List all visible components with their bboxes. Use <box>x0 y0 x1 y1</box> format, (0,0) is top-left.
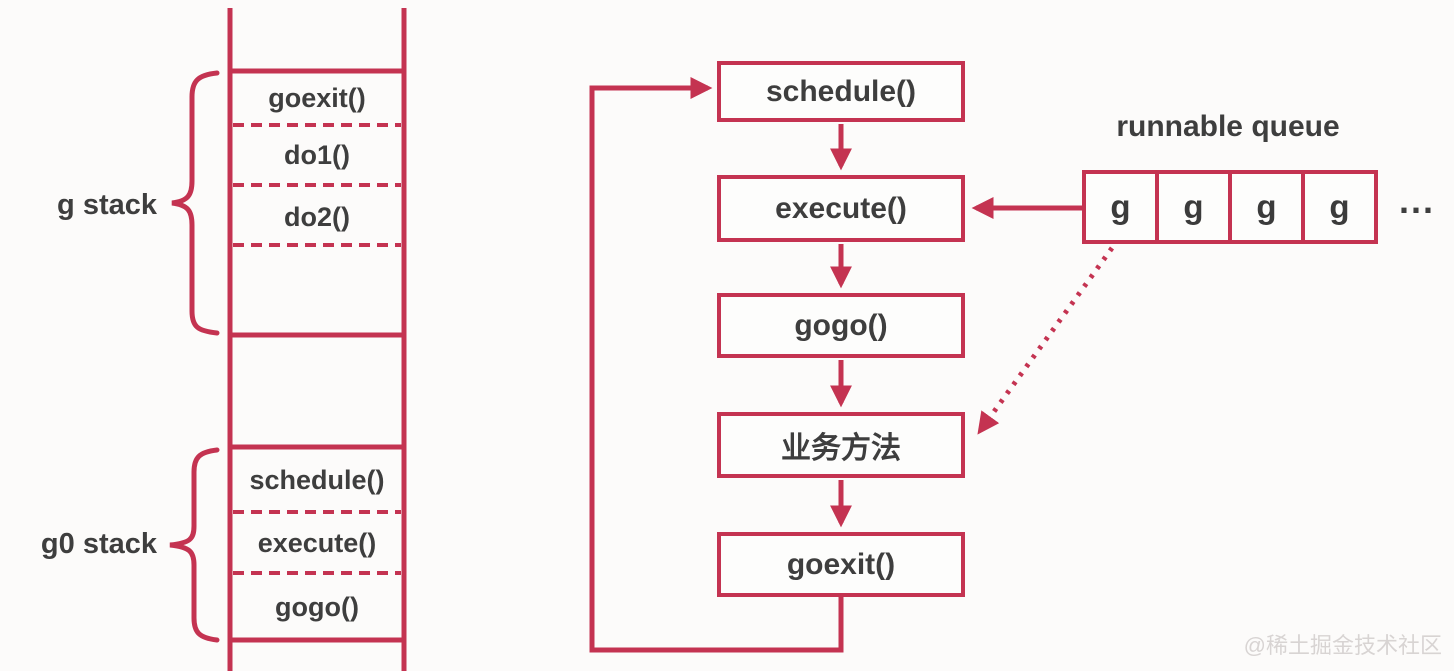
stack-frame-gogo: gogo() <box>275 592 359 622</box>
flow-node-goexit: goexit() <box>717 532 965 597</box>
stack-frame-goexit: goexit() <box>268 82 366 113</box>
g0-stack-label: g0 stack <box>40 527 157 560</box>
queue-cell-g: g <box>1228 174 1301 240</box>
g-stack-label: g stack <box>57 188 157 221</box>
stack-frame-do1: do1() <box>284 139 350 170</box>
runnable-queue: g g g g <box>1082 170 1378 244</box>
queue-cell-g: g <box>1155 174 1228 240</box>
flow-node-execute: execute() <box>717 175 965 242</box>
watermark-text: @稀土掘金技术社区 <box>1243 633 1442 658</box>
stack-frame-execute: execute() <box>257 527 377 558</box>
stack-frame-schedule: schedule() <box>249 464 385 495</box>
flow-node-gogo: gogo() <box>717 293 965 358</box>
dotted-arrow-queue-to-business <box>977 246 1115 435</box>
queue-cell-g: g <box>1110 188 1131 225</box>
queue-ellipsis: ... <box>1398 180 1435 221</box>
g-stack-brace <box>171 70 220 336</box>
flow-node-schedule: schedule() <box>717 61 965 122</box>
flow-node-business-method: 业务方法 <box>717 412 965 478</box>
queue-cell-g: g <box>1301 174 1374 240</box>
g0-stack-brace <box>169 447 220 643</box>
stack-frame-do2: do2() <box>284 201 350 232</box>
runnable-queue-title: runnable queue <box>1116 110 1340 143</box>
